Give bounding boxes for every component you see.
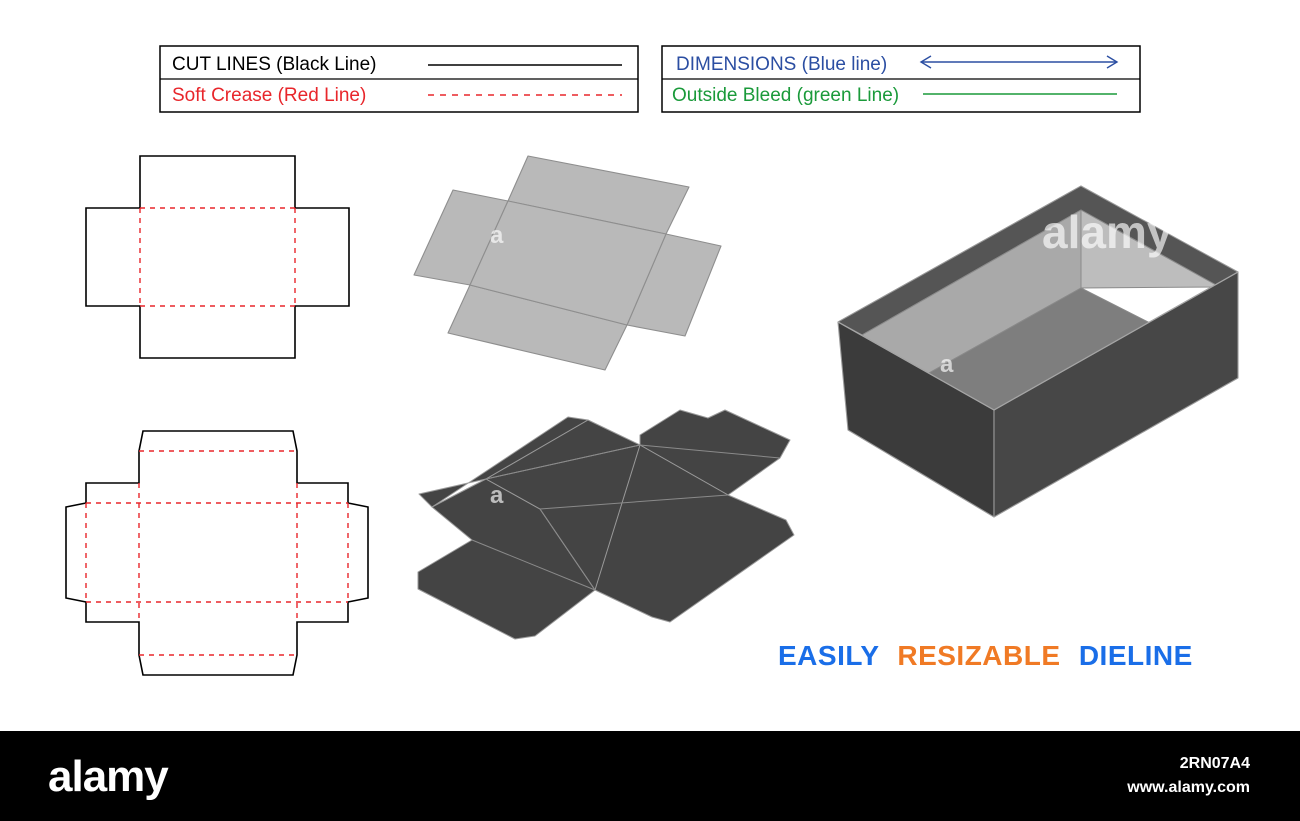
flat-dieline-simple [85, 155, 350, 359]
flat-dieline-detailed [65, 430, 369, 676]
legend-dimensions-label: DIMENSIONS (Blue line) [676, 54, 887, 75]
watermark-layer: alamy a a a [490, 206, 1173, 509]
watermark-logo-box: alamy [1042, 206, 1173, 258]
box-top-edge [837, 271, 1239, 411]
dark-flap-left [418, 416, 589, 508]
dieline-simple-cut-outline [85, 155, 350, 359]
legend-right: DIMENSIONS (Blue line) Outside Bleed (gr… [661, 45, 1141, 113]
footer-url: www.alamy.com [1126, 779, 1250, 796]
headline-resizable: RESIZABLE [897, 640, 1060, 671]
legend-cut-lines-label: CUT LINES (Black Line) [172, 54, 377, 75]
legend-outside-bleed-label: Outside Bleed (green Line) [672, 85, 899, 106]
watermark-mark-box: a [940, 351, 954, 378]
legend-soft-crease-label: Soft Crease (Red Line) [172, 85, 366, 106]
dark-fold-lines [471, 444, 781, 591]
legend-dimension-arrow [919, 55, 1119, 69]
footer-image-id: 2RN07A4 [1180, 755, 1250, 772]
watermark-mark-gray: a [490, 222, 504, 249]
dieline-simple-creases [139, 207, 296, 307]
isometric-flat-gray [413, 155, 722, 371]
legend-left: CUT LINES (Black Line) Soft Crease (Red … [159, 45, 639, 113]
footer-bar: alamy 2RN07A4 www.alamy.com [0, 731, 1300, 821]
headline-easily: EASILY [778, 640, 879, 671]
dieline-detailed-creases [85, 450, 349, 656]
dieline-detailed-cut-outline [65, 430, 369, 676]
footer-background [0, 731, 1300, 821]
gray-base-panel [469, 200, 667, 326]
box-3d-render [837, 185, 1239, 518]
headline-dieline: DIELINE [1079, 640, 1193, 671]
isometric-flat-dark [417, 409, 795, 640]
watermark-mark-dark: a [490, 482, 504, 509]
headline: EASILY RESIZABLE DIELINE [778, 640, 1193, 671]
footer-logo: alamy [48, 752, 169, 801]
